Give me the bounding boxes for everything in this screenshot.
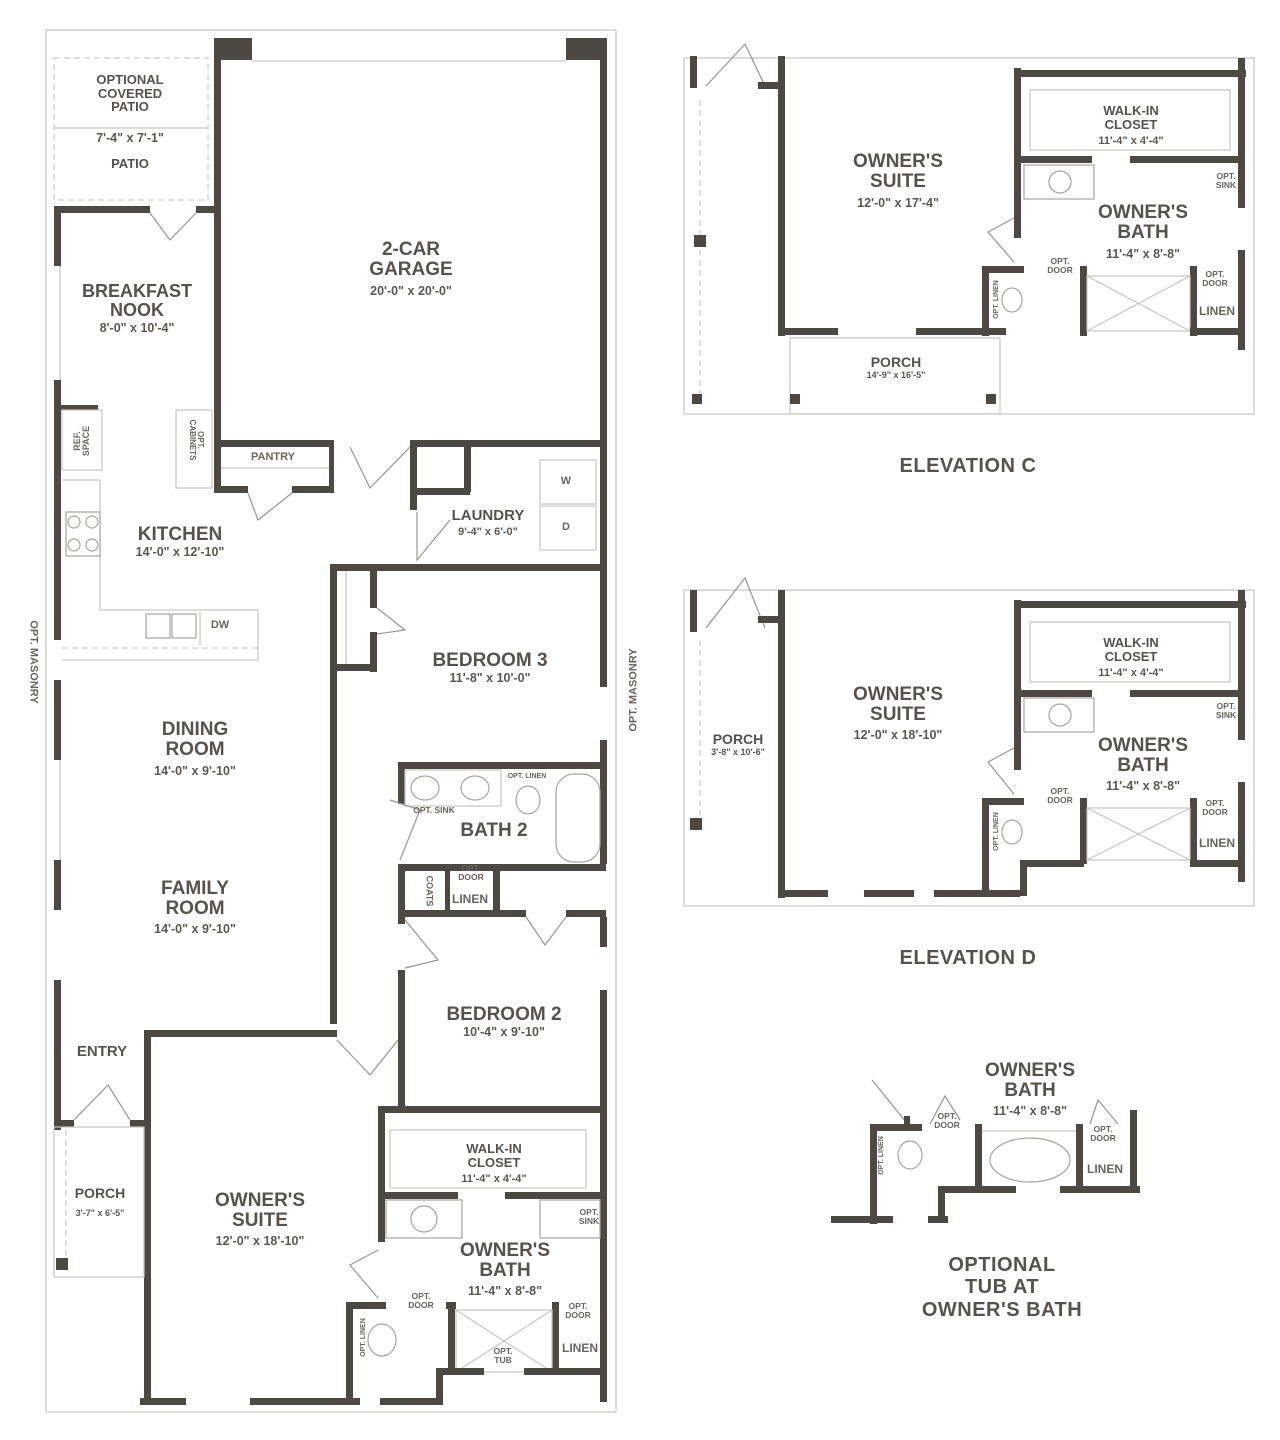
dishwasher-label: DW xyxy=(210,619,230,631)
owners-bath-linen: LINEN xyxy=(562,1341,598,1355)
kitchen-dims: 14'-0" x 12'-10" xyxy=(135,545,225,559)
bedroom2-dims: 10'-4" x 9'-10" xyxy=(463,1025,545,1039)
bedroom3-label: BEDROOM 3 xyxy=(432,650,548,671)
elev-d-opt-door-right: OPT. DOOR xyxy=(1202,798,1228,817)
bath2-opt-linen-label: OPT. LINEN xyxy=(507,773,547,780)
porch-dims: 3'-7" x 6'-5" xyxy=(75,1208,125,1218)
opt-tub-owners-bath-label: OWNER'S BATH xyxy=(984,1060,1076,1101)
opt-masonry-right-label: OPT. MASONRY xyxy=(627,648,640,732)
optional-tub-walls xyxy=(831,1079,1140,1224)
elev-d-owners-suite-dims: 12'-0" x 18'-10" xyxy=(853,728,943,742)
elev-c-owners-bath-label: OWNER'S BATH xyxy=(1097,202,1189,243)
family-room-label: FAMILY ROOM xyxy=(161,878,229,919)
elev-d-porch-dims: 3'-8" x 10'-6" xyxy=(711,747,765,757)
dining-room-dims: 14'-0" x 9'-10" xyxy=(154,764,236,778)
walk-in-closet-label: WALK-IN CLOSET xyxy=(466,1141,522,1170)
elev-c-porch-dims: 14'-9" x 16'-5" xyxy=(866,370,926,380)
main-plan-walls xyxy=(45,29,617,1413)
elev-c-owners-suite-label: OWNER'S SUITE xyxy=(852,151,944,192)
garage-label: 2-CAR GARAGE xyxy=(369,239,453,280)
elevation-d-title: ELEVATION D xyxy=(899,947,1037,969)
elev-d-owners-bath-dims: 11'-4" x 8'-8" xyxy=(1105,779,1181,793)
elev-c-owners-bath-dims: 11'-4" x 8'-8" xyxy=(1105,247,1181,261)
elev-d-linen: LINEN xyxy=(1199,836,1235,850)
washer-label: W xyxy=(560,475,572,487)
elevation-c-title: ELEVATION C xyxy=(899,455,1037,477)
opt-tub-opt-door-right: OPT. DOOR xyxy=(1090,1124,1116,1143)
family-room-dims: 14'-0" x 9'-10" xyxy=(154,922,236,936)
opt-masonry-left-label: OPT. MASONRY xyxy=(27,620,40,704)
owners-bath-opt-linen: OPT. LINEN xyxy=(359,1318,367,1357)
linen-label: LINEN xyxy=(452,892,488,906)
opt-tub-opt-door-left: OPT. DOOR xyxy=(934,1111,960,1130)
elev-d-opt-door-left: OPT. DOOR xyxy=(1047,786,1073,805)
opt-cabinets-label: OPT. CABINETS xyxy=(188,419,205,461)
entry-label: ENTRY xyxy=(76,1043,128,1060)
elev-c-owners-suite-dims: 12'-0" x 17'-4" xyxy=(857,196,939,210)
bath2-opt-sink-label: OPT. SINK xyxy=(413,805,455,815)
optional-patio-dims: 7'-4" x 7'-1" xyxy=(96,131,164,145)
walk-in-closet-dims: 11'-4" x 4'-4" xyxy=(461,1173,527,1185)
pantry-label: PANTRY xyxy=(251,451,295,463)
bath2-label: BATH 2 xyxy=(460,820,528,841)
opt-tub-owners-bath-dims: 11'-4" x 8'-8" xyxy=(992,1104,1068,1118)
bath2-opt-door-label: OPT. DOOR xyxy=(458,863,484,882)
owners-bath-opt-sink-label: OPT. SINK xyxy=(578,1207,600,1226)
owners-bath-opt-tub: OPT. TUB xyxy=(493,1346,513,1365)
bedroom3-dims: 11'-8" x 10'-0" xyxy=(449,671,531,685)
elevation-d-walls xyxy=(683,576,1255,907)
owners-suite-dims: 12'-0" x 18'-10" xyxy=(215,1234,305,1248)
elev-d-owners-suite-label: OWNER'S SUITE xyxy=(852,684,944,725)
porch-label: PORCH xyxy=(74,1185,126,1201)
kitchen-label: KITCHEN xyxy=(137,524,223,545)
owners-suite-label: OWNER'S SUITE xyxy=(214,1190,306,1231)
garage-dims: 20'-0" x 20'-0" xyxy=(370,284,452,298)
opt-tub-linen: LINEN xyxy=(1087,1162,1123,1176)
owners-bath-opt-door-right: OPT. DOOR xyxy=(565,1301,591,1320)
ref-space-label: REF. SPACE xyxy=(72,425,91,457)
owners-bath-label: OWNER'S BATH xyxy=(459,1240,551,1281)
elev-c-porch-label: PORCH xyxy=(870,354,922,370)
elev-c-linen: LINEN xyxy=(1199,304,1235,318)
laundry-dims: 9'-4" x 6'-0" xyxy=(458,526,518,538)
breakfast-nook-dims: 8'-0" x 10'-4" xyxy=(99,321,175,335)
patio-label: PATIO xyxy=(111,156,149,171)
elev-d-walk-in-closet-dims: 11'-4" x 4'-4" xyxy=(1098,667,1164,679)
elev-c-opt-linen: OPT. LINEN xyxy=(992,280,1000,319)
elev-c-opt-door-left: OPT. DOOR xyxy=(1047,256,1073,275)
owners-bath-opt-door-left: OPT. DOOR xyxy=(408,1291,434,1310)
elev-d-porch-label: PORCH xyxy=(712,731,764,747)
dining-room-label: DINING ROOM xyxy=(161,719,229,760)
owners-bath-dims: 11'-4" x 8'-8" xyxy=(467,1284,543,1298)
optional-patio-label: OPTIONAL COVERED PATIO xyxy=(96,72,164,115)
opt-tub-opt-linen: OPT. LINEN xyxy=(877,1136,885,1175)
elevation-c-walls xyxy=(683,42,1255,415)
elev-d-owners-bath-label: OWNER'S BATH xyxy=(1097,735,1189,776)
optional-tub-title: OPTIONAL TUB AT OWNER'S BATH xyxy=(921,1254,1083,1321)
bedroom2-label: BEDROOM 2 xyxy=(446,1004,562,1025)
elev-d-opt-linen: OPT. LINEN xyxy=(992,812,1000,851)
elev-c-opt-door-right: OPT. DOOR xyxy=(1202,269,1228,288)
elev-c-opt-sink: OPT. SINK xyxy=(1215,171,1237,190)
laundry-label: LAUNDRY xyxy=(451,507,525,524)
elev-c-walk-in-closet-dims: 11'-4" x 4'-4" xyxy=(1098,135,1164,147)
breakfast-nook-label: BREAKFAST NOOK xyxy=(81,281,193,320)
elev-d-opt-sink: OPT. SINK xyxy=(1215,701,1237,720)
elev-d-walk-in-closet-label: WALK-IN CLOSET xyxy=(1103,635,1159,664)
dryer-label: D xyxy=(562,521,570,533)
elev-c-walk-in-closet-label: WALK-IN CLOSET xyxy=(1103,103,1159,132)
coats-label: COATS xyxy=(424,875,435,907)
